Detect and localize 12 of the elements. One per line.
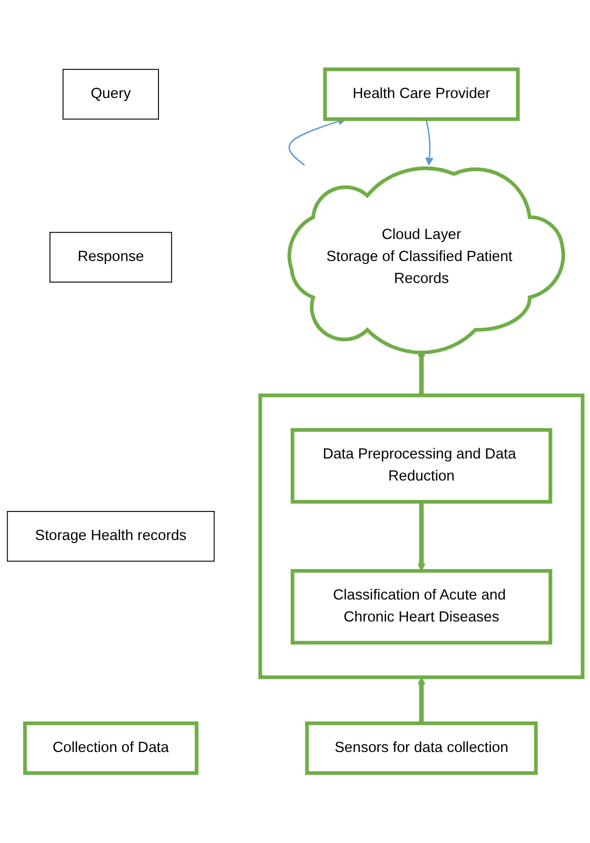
arrow xyxy=(417,502,426,572)
arrow xyxy=(417,677,426,724)
cluster xyxy=(258,394,584,680)
node-box: Data Preprocessing and Data Reduction xyxy=(290,428,552,504)
node-box: Storage Health records xyxy=(6,511,215,562)
node-box: Classification of Acute and Chronic Heart Diseases xyxy=(290,569,552,645)
node-box: Response xyxy=(50,232,172,283)
arrow xyxy=(425,119,434,166)
node-box: Query xyxy=(62,69,159,120)
node-box: Collection of Data xyxy=(23,722,198,776)
node-box: Health Care Provider xyxy=(323,68,520,122)
node-box: Sensors for data collection xyxy=(305,722,538,776)
